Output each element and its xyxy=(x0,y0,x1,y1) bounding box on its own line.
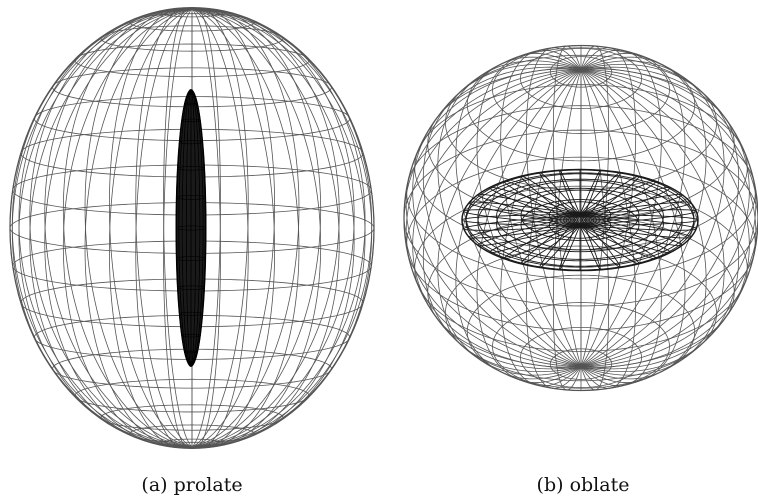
oblate-inner-outline xyxy=(461,168,699,272)
prolate-outer-meridian xyxy=(191,7,249,448)
prolate-outer-meridian xyxy=(191,8,373,448)
oblate-inner-spheroid-mesh xyxy=(461,168,699,272)
oblate-outer-meridian xyxy=(437,60,582,367)
prolate-outer-meridian xyxy=(163,7,193,448)
prolate-inner-meridian xyxy=(190,90,204,366)
prolate-outer-meridian xyxy=(84,7,193,448)
prolate-outer-meridian xyxy=(9,8,193,448)
oblate-outer-meridian xyxy=(580,69,758,367)
prolate-outer-meridian xyxy=(135,7,193,448)
prolate-outer-meridian xyxy=(191,8,373,448)
oblate-outer-meridian xyxy=(412,66,582,367)
prolate-outer-meridian xyxy=(191,8,276,449)
prolate-outer-meridian xyxy=(191,8,355,448)
prolate-outer-spheroid-mesh xyxy=(9,7,375,449)
prolate-outer-meridian xyxy=(191,8,249,449)
prolate-inner-outline xyxy=(175,89,207,367)
prolate-outer-meridian xyxy=(135,8,193,449)
oblate-outer-spheroid-mesh xyxy=(403,44,758,392)
prolate-outer-meridian xyxy=(44,8,193,448)
prolate-inner-meridian xyxy=(190,90,196,366)
oblate-outer-meridian xyxy=(405,68,582,367)
caption-prolate: (a) prolate xyxy=(141,474,243,496)
oblate-panel xyxy=(403,44,758,392)
prolate-inner-spheroid-mesh xyxy=(175,89,207,367)
prolate-outer-meridian xyxy=(191,8,355,448)
oblate-outer-meridian xyxy=(580,66,750,367)
prolate-outer-meridian xyxy=(191,8,340,448)
oblate-outer-meridian xyxy=(580,69,707,380)
prolate-outer-meridian xyxy=(163,8,193,449)
oblate-outer-meridian xyxy=(580,56,707,367)
oblate-outer-meridian xyxy=(422,63,582,367)
prolate-outer-meridian xyxy=(191,7,276,448)
prolate-outer-meridian xyxy=(29,8,193,448)
prolate-outer-meridian xyxy=(62,8,193,448)
prolate-outer-meridian xyxy=(191,8,322,448)
caption-oblate: (b) oblate xyxy=(536,474,630,496)
prolate-inner-meridian xyxy=(186,90,192,366)
prolate-inner-meridian xyxy=(181,90,192,366)
prolate-outer-meridian xyxy=(11,8,193,448)
oblate-outer-meridian xyxy=(580,63,740,367)
oblate-outer-meridian xyxy=(476,69,582,383)
prolate-outer-meridian xyxy=(29,8,193,448)
prolate-outer-meridian xyxy=(191,8,340,448)
prolate-outer-meridian xyxy=(108,8,193,449)
oblate-outer-meridian xyxy=(437,69,582,376)
oblate-outer-meridian xyxy=(405,69,582,368)
prolate-inner-meridian xyxy=(190,90,201,366)
oblate-outer-outline xyxy=(403,44,758,392)
oblate-outer-meridian xyxy=(580,60,725,367)
prolate-outer-meridian xyxy=(191,7,300,448)
oblate-outer-meridian xyxy=(455,56,582,367)
prolate-inner-meridian xyxy=(178,90,192,366)
prolate-outer-meridian xyxy=(62,8,193,448)
prolate-outer-meridian xyxy=(191,8,322,448)
oblate-outer-meridian xyxy=(580,68,757,367)
prolate-outer-meridian xyxy=(11,8,193,448)
prolate-outer-meridian xyxy=(108,7,193,448)
oblate-outer-meridian xyxy=(580,53,686,367)
prolate-outer-meridian xyxy=(191,8,375,448)
prolate-outer-meridian xyxy=(84,8,193,449)
oblate-outer-meridian xyxy=(580,69,725,376)
prolate-outer-meridian xyxy=(191,7,221,448)
prolate-outer-meridian xyxy=(191,8,221,449)
prolate-outer-outline xyxy=(9,7,375,449)
prolate-outer-meridian xyxy=(191,8,300,449)
oblate-outer-meridian xyxy=(455,69,582,380)
prolate-outer-meridian xyxy=(44,8,193,448)
prolate-panel xyxy=(9,7,375,449)
oblate-outer-meridian xyxy=(580,69,757,368)
